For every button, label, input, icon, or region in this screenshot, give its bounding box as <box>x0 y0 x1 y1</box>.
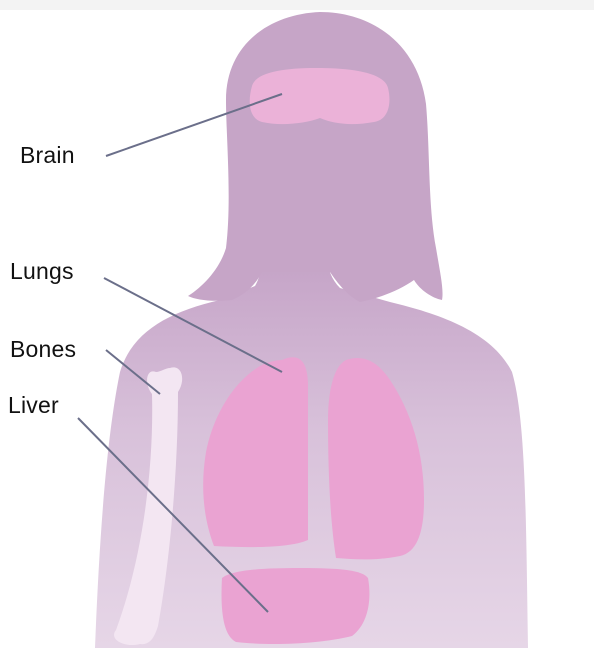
bones-label: Bones <box>10 336 76 363</box>
liver-label: Liver <box>8 392 59 419</box>
head-hair <box>188 12 443 302</box>
brain-organ <box>250 68 390 124</box>
top-strip <box>0 0 594 10</box>
lungs-label: Lungs <box>10 258 74 285</box>
liver-organ <box>222 568 370 644</box>
brain-label: Brain <box>20 142 75 169</box>
